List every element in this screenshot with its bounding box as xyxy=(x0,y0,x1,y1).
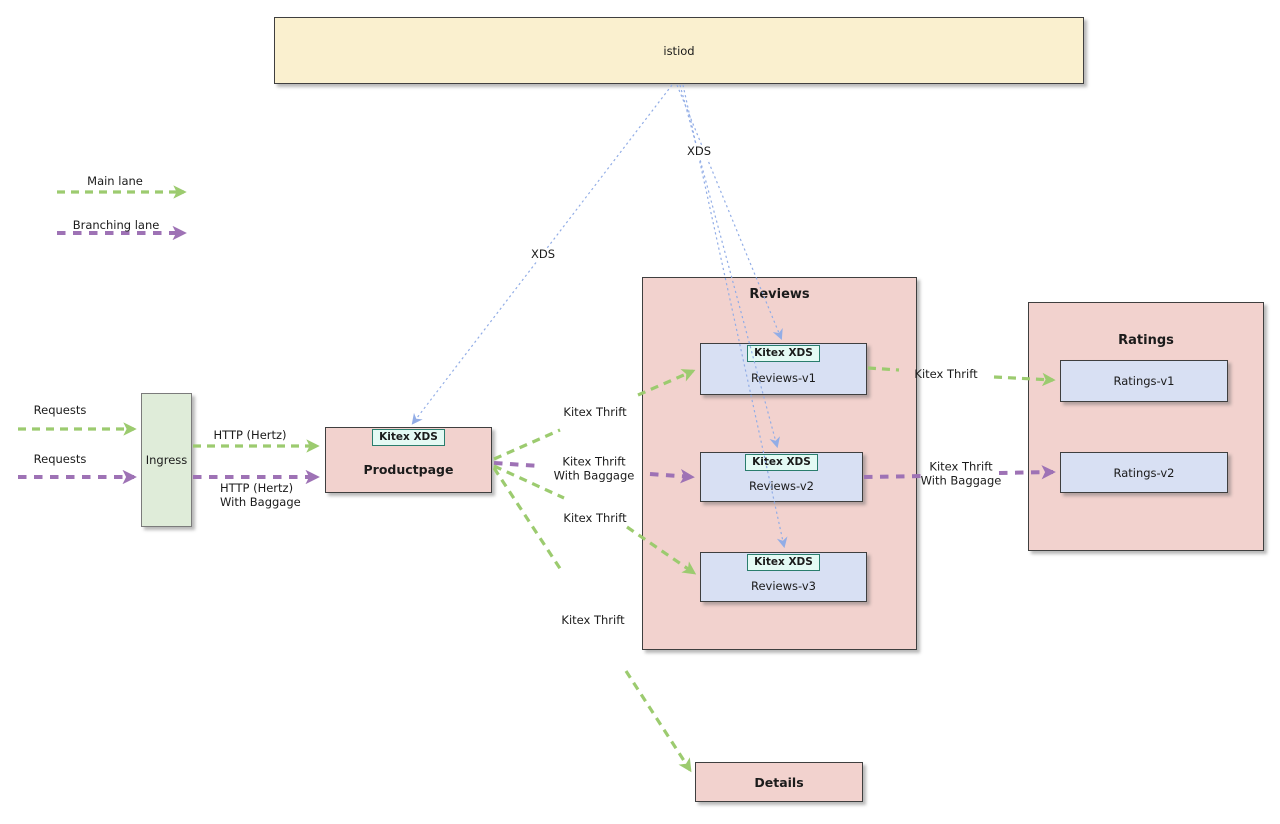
ingress-label: Ingress xyxy=(145,453,188,467)
ratings-container xyxy=(1028,302,1264,551)
ratings-v2-box: Ratings-v2 xyxy=(1060,452,1228,493)
legend-branching-lane-label: Branching lane xyxy=(72,218,160,233)
kitex-xds-badge: Kitex XDS xyxy=(747,554,820,571)
details-label: Details xyxy=(754,774,804,790)
http-hertz-label: HTTP (Hertz) xyxy=(213,428,287,443)
ratings-v1-box: Ratings-v1 xyxy=(1060,360,1228,402)
reviews-v3-label: Reviews-v3 xyxy=(751,579,816,593)
http-hertz-baggage-label: HTTP (Hertz) With Baggage xyxy=(220,481,301,509)
requests-branching-label: Requests xyxy=(33,452,87,467)
reviews-title: Reviews xyxy=(749,287,810,302)
reviews-v1-label: Reviews-v1 xyxy=(751,371,816,385)
kitex-xds-badge: Kitex XDS xyxy=(745,454,818,471)
xds-label-right: XDS xyxy=(684,144,714,159)
productpage-label: Productpage xyxy=(363,461,454,477)
ratings-v1-label: Ratings-v1 xyxy=(1113,374,1175,388)
ingress-box: Ingress xyxy=(141,393,192,527)
kitex-thrift-ratings-v1-label: Kitex Thrift xyxy=(914,367,978,382)
kitex-thrift-v2-baggage-label: Kitex Thrift With Baggage xyxy=(553,454,635,482)
istiod-label: istiod xyxy=(663,43,695,58)
legend-main-lane-label: Main lane xyxy=(87,174,143,189)
kitex-thrift-v1-label: Kitex Thrift xyxy=(563,405,627,420)
reviews-v2-label: Reviews-v2 xyxy=(749,479,814,493)
kitex-thrift-ratings-v2-baggage-label: Kitex Thrift With Baggage xyxy=(920,459,1002,487)
ratings-v2-label: Ratings-v2 xyxy=(1113,465,1175,480)
kitex-thrift-v3-label: Kitex Thrift xyxy=(563,511,627,526)
reviews-v1-box: Kitex XDS Reviews-v1 xyxy=(700,343,867,395)
details-box: Details xyxy=(695,762,863,802)
reviews-v2-box: Kitex XDS Reviews-v2 xyxy=(700,452,863,502)
xds-label-left: XDS xyxy=(528,247,558,262)
productpage-box: Kitex XDS Productpage xyxy=(325,427,492,493)
kitex-thrift-details-label: Kitex Thrift xyxy=(561,613,625,628)
kitex-xds-badge: Kitex XDS xyxy=(372,429,445,446)
istiod-box: istiod xyxy=(274,17,1084,84)
ratings-title: Ratings xyxy=(1118,333,1174,348)
requests-main-label: Requests xyxy=(33,403,87,418)
reviews-v3-box: Kitex XDS Reviews-v3 xyxy=(700,552,867,602)
kitex-xds-badge: Kitex XDS xyxy=(747,345,820,362)
